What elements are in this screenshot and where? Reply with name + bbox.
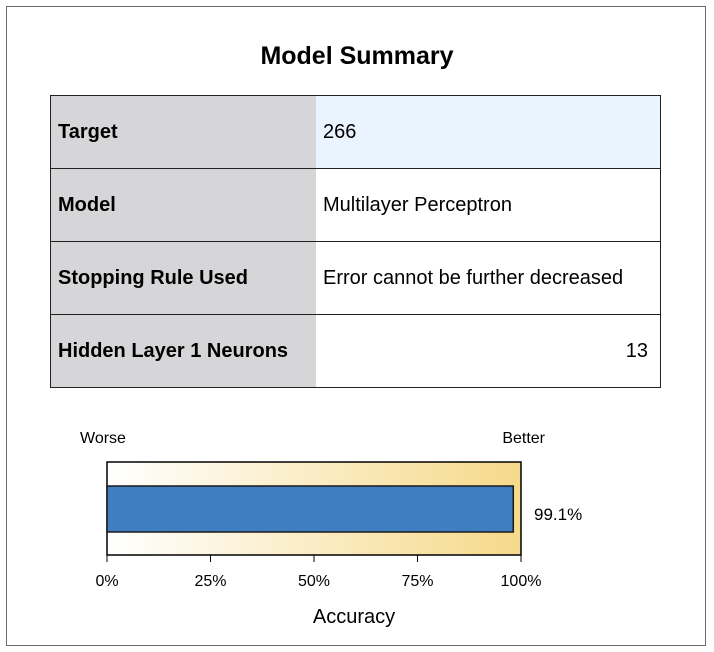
- table-row: Hidden Layer 1 Neurons 13: [50, 314, 661, 388]
- row-label-target: Target: [50, 95, 316, 169]
- row-value-target: 266: [316, 95, 661, 169]
- table-row: Model Multilayer Perceptron: [50, 168, 661, 242]
- x-tick-label: 25%: [194, 573, 226, 590]
- page-title: Model Summary: [260, 42, 454, 70]
- x-tick-label: 75%: [401, 573, 433, 590]
- accuracy-bar: [106, 485, 515, 533]
- row-label-hidden-neurons: Hidden Layer 1 Neurons: [50, 314, 316, 388]
- table-row: Stopping Rule Used Error cannot be furth…: [50, 241, 661, 315]
- x-axis-label: Accuracy: [313, 606, 395, 628]
- row-value-stopping-rule: Error cannot be further decreased: [316, 241, 661, 315]
- accuracy-value-label: 99.1%: [534, 505, 582, 524]
- row-value-model: Multilayer Perceptron: [316, 168, 661, 242]
- row-label-stopping-rule: Stopping Rule Used: [50, 241, 316, 315]
- x-tick-label: 50%: [298, 573, 330, 590]
- table-row: Target 266: [50, 95, 661, 169]
- x-tick-label: 100%: [501, 573, 542, 590]
- row-value-hidden-neurons: 13: [316, 314, 661, 388]
- x-tick-label: 0%: [95, 573, 118, 590]
- row-label-model: Model: [50, 168, 316, 242]
- x-axis-ticks: 0% 25% 50% 75% 100%: [95, 555, 541, 590]
- model-summary-table: Target 266 Model Multilayer Perceptron S…: [50, 95, 661, 388]
- scale-better-label: Better: [502, 430, 545, 447]
- scale-worse-label: Worse: [80, 430, 126, 447]
